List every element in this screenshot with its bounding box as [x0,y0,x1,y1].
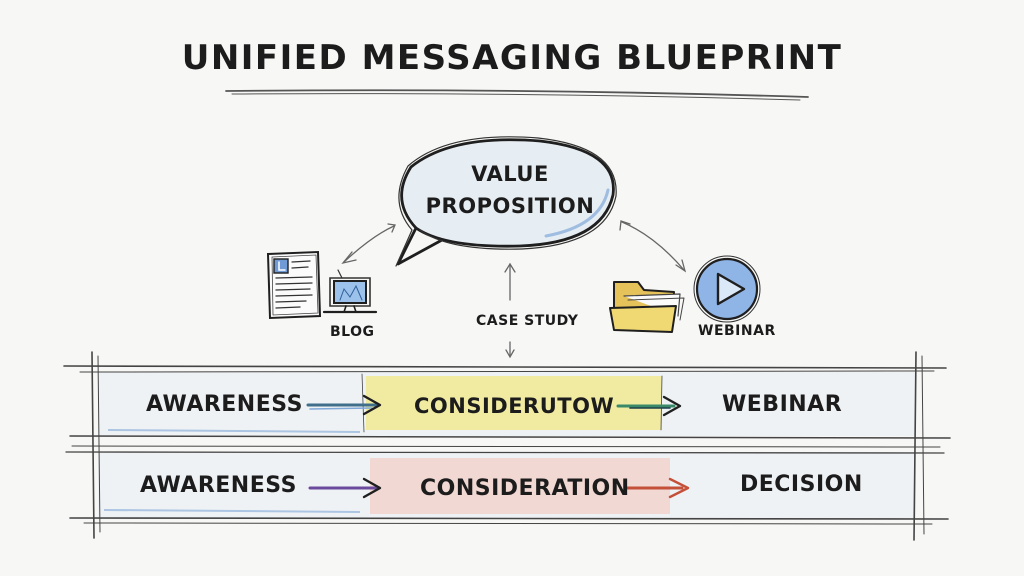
connector-arrows [341,220,687,359]
page-title: UNIFIED MESSAGING BLUEPRINT [181,38,843,78]
row2-stage-awareness: AWARENESS [140,473,297,498]
bubble-line-1: VALUE [471,162,549,186]
title-underline [225,89,809,101]
label-webinar: WEBINAR [698,323,776,339]
play-icon [693,255,761,323]
funnel-table-frame [63,351,951,541]
row1-stage-awareness: AWARENESS [146,392,303,417]
row2-stage-consideration: CONSIDERATION [420,476,630,501]
folder-icon [609,281,685,333]
arrow-row2-a [308,477,382,499]
stage-arrows [306,394,690,499]
row1-stage-webinar: WEBINAR [722,392,843,417]
arrow-row2-b [624,477,690,499]
row1-stage-consideration: CONSIDERUTOW [414,394,615,418]
arrow-row1-b [616,395,682,417]
document-icon [266,250,322,320]
row2-stage-decision: DECISION [740,472,863,497]
consideration-highlight-row-2 [370,458,670,514]
arrow-row1-a [306,394,382,416]
monitor-icon [322,269,378,314]
bubble-line-2: PROPOSITION [425,194,595,218]
label-case-study: CASE STUDY [476,313,579,329]
value-proposition-bubble [395,136,617,267]
consideration-highlight-row-1 [366,376,662,430]
label-blog: BLOG [330,324,375,340]
